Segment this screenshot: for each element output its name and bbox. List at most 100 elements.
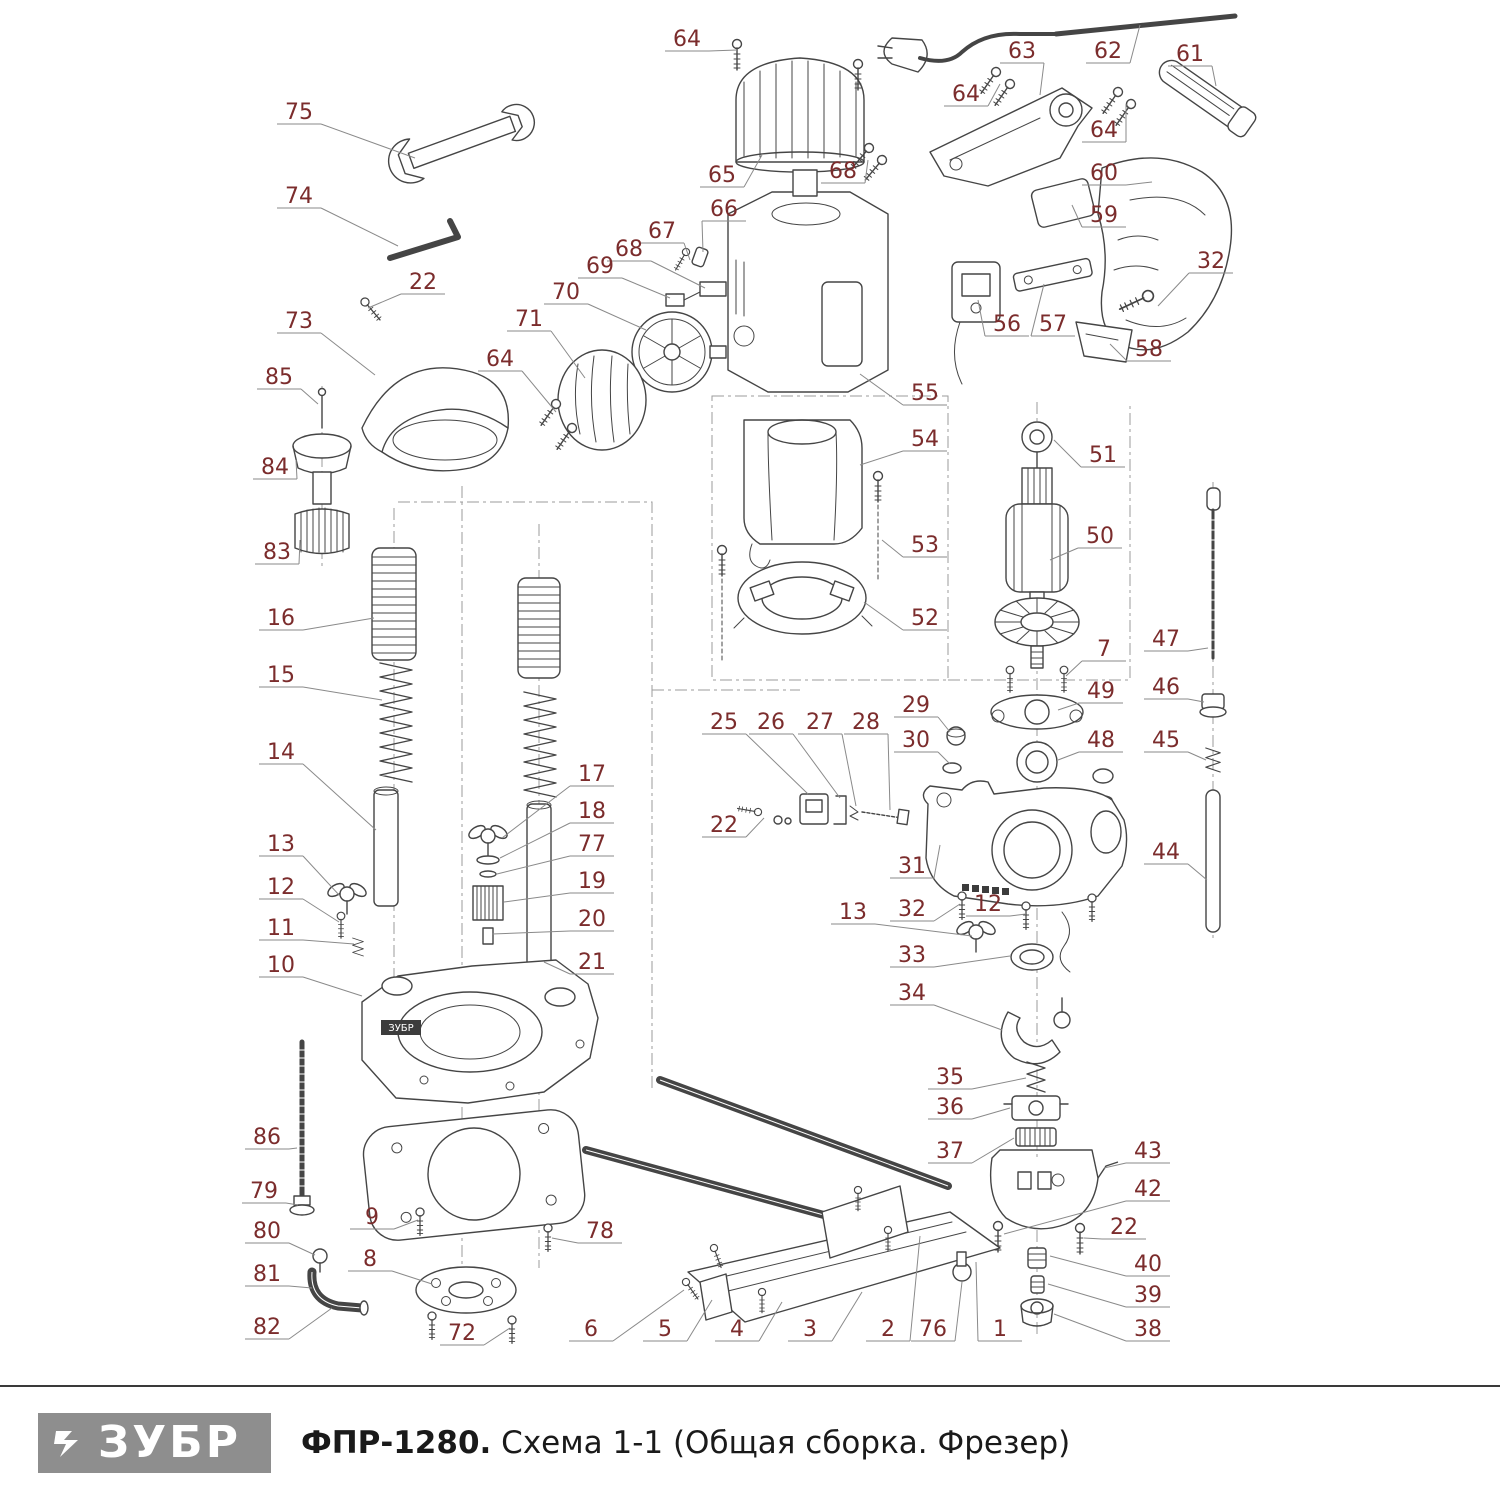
- part-number-label: 8: [363, 1247, 377, 1272]
- part-number-label: 83: [263, 540, 291, 565]
- part-number-label: 64: [1090, 118, 1118, 143]
- part-number-label: 40: [1134, 1252, 1162, 1277]
- part-number-label: 16: [267, 606, 295, 631]
- part-number-label: 36: [936, 1095, 964, 1120]
- part-number-label: 22: [409, 270, 437, 295]
- stator-screws: [716, 470, 884, 661]
- screw-64c-icon: [976, 65, 1003, 97]
- bearing-33: [1010, 943, 1054, 971]
- part-number-label: 54: [911, 427, 939, 452]
- part-number-label: 70: [552, 280, 580, 305]
- parallel-fence: [582, 1076, 1001, 1323]
- switch-block: [1030, 178, 1096, 228]
- part-number-label: 32: [898, 897, 926, 922]
- part-number-label: 63: [1008, 39, 1036, 64]
- part-number-label: 28: [852, 710, 880, 735]
- wing-knob-icon: [325, 880, 369, 915]
- cooling-fan: [631, 311, 727, 393]
- router-base: ЗУБР: [361, 959, 599, 1104]
- speed-control-parts: [773, 793, 910, 826]
- part-number-label: 59: [1090, 203, 1118, 228]
- spindle-lock-bracket: [1003, 1095, 1069, 1121]
- part-number-label: 68: [829, 159, 857, 184]
- part-number-label: 27: [806, 710, 834, 735]
- part-number-label: 50: [1086, 524, 1114, 549]
- collet-nut: [1020, 1298, 1054, 1327]
- bellows-center: [517, 577, 561, 679]
- part-number-label: 84: [261, 455, 289, 480]
- part-number-label: 64: [486, 347, 514, 372]
- part-number-label: 29: [902, 693, 930, 718]
- spring-35-icon: [1026, 1061, 1046, 1093]
- part-number-label: 58: [1135, 337, 1163, 362]
- screw-aux-icon: [1087, 893, 1097, 923]
- part-number-label: 57: [1039, 312, 1067, 337]
- depth-stop-parts: [466, 822, 510, 945]
- part-number-label: 82: [253, 1315, 281, 1340]
- part-number-label: 78: [586, 1219, 614, 1244]
- part-number-label: 12: [974, 892, 1002, 917]
- screw-22b-icon: [736, 804, 763, 817]
- part-number-label: 33: [898, 943, 926, 968]
- part-number-label: 35: [936, 1065, 964, 1090]
- part-number-label: 69: [586, 254, 614, 279]
- part-number-label: 22: [710, 813, 738, 838]
- power-cord: [918, 13, 1238, 63]
- part-number-label: 15: [267, 663, 295, 688]
- leader-lines: [242, 24, 1233, 1346]
- hex-key: [387, 218, 461, 261]
- title-block: ЗУБР ФПР-1280. Схема 1-1 (Общая сборка. …: [0, 1385, 1500, 1498]
- base-brand-label: ЗУБР: [388, 1023, 413, 1034]
- part-number-label: 38: [1134, 1317, 1162, 1342]
- part-number-label: 3: [803, 1317, 817, 1342]
- part-number-label: 31: [898, 854, 926, 879]
- part-number-label: 49: [1087, 679, 1115, 704]
- part-number-label: 73: [285, 309, 313, 334]
- screw-32b-icon: [957, 891, 967, 921]
- brand-name: ЗУБР: [98, 1416, 241, 1468]
- part-number-label: 75: [285, 100, 313, 125]
- part-number-label: 81: [253, 1262, 281, 1287]
- model-code: ФПР-1280.: [300, 1424, 492, 1461]
- part-number-label: 30: [902, 728, 930, 753]
- screw-12-icon: [336, 911, 346, 939]
- guide-column-center: [526, 800, 552, 983]
- part-number-label: 80: [253, 1219, 281, 1244]
- part-number-label: 56: [993, 312, 1021, 337]
- chip-guard: [361, 367, 510, 472]
- part-number-label: 51: [1089, 443, 1117, 468]
- brush-holder-parts: [665, 246, 727, 307]
- screw-22-icon: [358, 295, 384, 324]
- clamp-lever: [1000, 997, 1071, 1065]
- wire: [1059, 911, 1071, 973]
- part-number-label: 86: [253, 1125, 281, 1150]
- part-number-label: 64: [952, 82, 980, 107]
- sub-base-plate: [362, 1109, 586, 1241]
- part-number-label: 13: [839, 900, 867, 925]
- motor-top-cover: [735, 57, 865, 173]
- zubr-logo: ЗУБР: [38, 1412, 271, 1473]
- side-handle: [1158, 59, 1257, 138]
- part-number-label: 6: [584, 1317, 598, 1342]
- rubber-cap: [1092, 768, 1114, 784]
- o-ring-part: [942, 762, 962, 774]
- collet-parts: [1027, 1247, 1047, 1294]
- gear-housing: [922, 780, 1128, 907]
- wing-knob-right-icon: [954, 918, 998, 953]
- scheme-name: Схема 1-1 (Общая сборка. Фрезер): [501, 1424, 1071, 1461]
- diagram-caption: ФПР-1280. Схема 1-1 (Общая сборка. Фрезе…: [301, 1425, 1070, 1461]
- part-number-label: 47: [1152, 627, 1180, 652]
- screw-64g-icon: [536, 397, 563, 429]
- screw-64e-icon: [1098, 85, 1125, 117]
- part-number-label: 77: [578, 832, 606, 857]
- screw-53b-icon: [872, 470, 884, 503]
- part-number-label: 44: [1152, 840, 1180, 865]
- screw-7a-icon: [1005, 665, 1015, 693]
- part-number-label: 45: [1152, 728, 1180, 753]
- part-number-label: 32: [1197, 249, 1225, 274]
- turret-base: [989, 1149, 1119, 1230]
- ribbed-nut: [294, 507, 350, 555]
- bellows-left: [371, 547, 417, 661]
- part-number-label: 5: [658, 1317, 672, 1342]
